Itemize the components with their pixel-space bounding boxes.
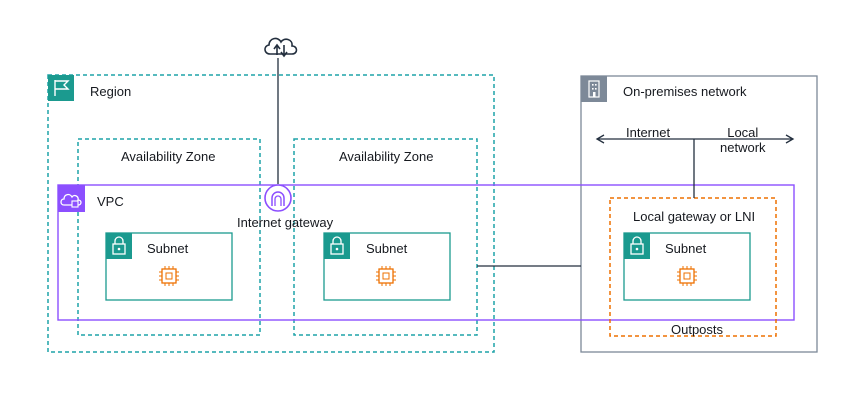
building-icon: [581, 76, 607, 102]
az1-label: Availability Zone: [121, 149, 216, 164]
subnet2-box: [323, 232, 451, 301]
internet-label: Internet: [626, 125, 671, 140]
az2-label: Availability Zone: [339, 149, 434, 164]
outposts-label: Outposts: [671, 322, 724, 337]
chip-icon: [376, 266, 396, 286]
lock-icon: [106, 233, 132, 259]
local-gateway-label: Local gateway or LNI: [633, 209, 756, 224]
onprem-box: [580, 75, 818, 353]
subnet3-label: Subnet: [665, 241, 707, 256]
igw-label: Internet gateway: [237, 215, 334, 230]
vpc-box: [57, 184, 795, 321]
subnet2-label: Subnet: [366, 241, 408, 256]
outposts-box: [609, 197, 777, 337]
subnet1-label: Subnet: [147, 241, 189, 256]
subnet3-box: [623, 232, 751, 301]
cloud-upload-download-icon: [264, 37, 298, 58]
az2-box: [293, 138, 478, 336]
az1-box: [77, 138, 261, 336]
region-box: [47, 74, 495, 353]
lock-icon: [624, 233, 650, 259]
internet-gateway-icon: [264, 184, 292, 212]
region-label: Region: [90, 84, 132, 99]
onprem-label: On-premises network: [623, 84, 747, 99]
vpc-cloud-lock-icon: [58, 185, 85, 212]
vpc-label: VPC: [97, 194, 124, 209]
lock-icon: [324, 233, 350, 259]
local-network-label: Local network: [720, 125, 766, 155]
chip-icon: [677, 266, 697, 286]
subnet1-box: [105, 232, 233, 301]
flag-icon: [48, 75, 74, 101]
chip-icon: [159, 266, 179, 286]
